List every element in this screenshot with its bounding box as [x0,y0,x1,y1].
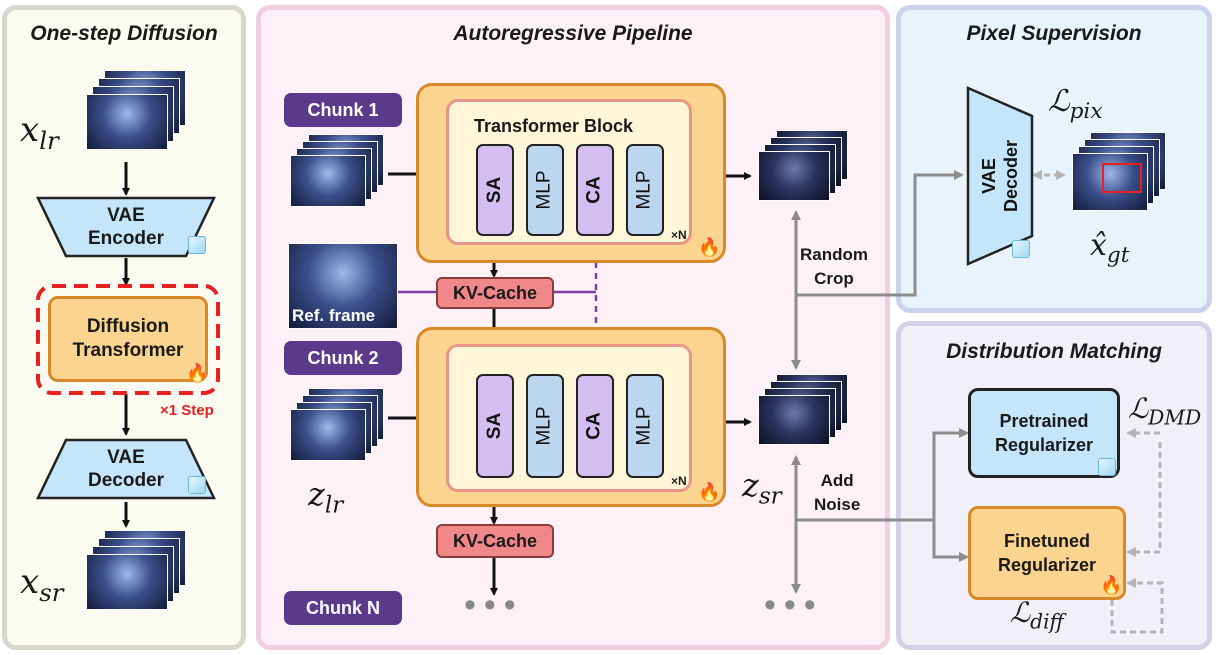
frozen-icon [188,476,206,494]
output-frame [758,395,830,445]
fire-icon: 🔥 [1100,575,1123,595]
kv-cache-2: KV-Cache [436,524,554,558]
frozen-icon [1098,458,1116,476]
diffusion-dashed-border [36,284,220,395]
ref-frame-label: Ref. frame [292,306,376,325]
fire-icon: 🔥 [186,363,209,383]
vae-encoder-shape [36,196,216,258]
repeat-n-1: ×N [671,228,687,242]
l-dmd-label: ℒDMD [1128,392,1202,430]
x-gt-label: x̂gt [1090,228,1130,268]
panel-title-distribution: Distribution Matching [946,340,1162,363]
vae-decoder-left: VAE Decoder [87,447,165,491]
panel-title-pixel: Pixel Supervision [966,22,1142,45]
x-lr-label: xlr [20,110,59,155]
add-noise-label: Add Noise [814,471,861,514]
mlp-block-1b: MLP [626,144,664,236]
to-finetuned-line [932,520,969,562]
diffusion-transformer: Diffusion Transformer [48,296,208,382]
fire-icon: 🔥 [698,482,721,502]
dmd-dashed-line [1126,442,1162,557]
fire-icon: 🔥 [698,237,721,257]
l-diff-label: ℒdiff [1010,596,1064,634]
x-sr-label: xsr [20,562,64,607]
mlp-block-2b: MLP [626,374,664,478]
sa-block-2: SA [476,374,514,478]
output-frame [758,151,830,201]
xsr-frame [86,554,168,610]
repeat-n-2: ×N [671,474,687,488]
panel-title-one-step: One-step Diffusion [30,22,218,45]
kv-cache-1: KV-Cache [436,277,554,309]
to-pretrained-line [932,428,969,520]
pretrained-regularizer: Pretrained Regularizer [968,388,1120,478]
ellipsis-center: ••• [464,586,524,624]
vae-encoder: VAE Encoder [87,205,165,249]
input-frame [290,155,366,207]
chunk-2-label: Chunk 2 [284,341,402,375]
frozen-icon [188,236,206,254]
ref-frame-image [288,243,398,329]
random-crop-line [796,170,964,297]
mlp-block-1a: MLP [526,144,564,236]
vae-decoder-shape [36,438,216,500]
z-lr-label: zlr [308,475,344,519]
random-crop-label: Random Crop [800,245,868,288]
ellipsis-right: ••• [764,586,824,624]
xlr-frame [86,94,168,150]
z-sr-label: zsr [742,466,782,510]
ca-block-2: CA [576,374,614,478]
pixel-vae-decoder-shape [966,86,1034,266]
pixel-vae-decoder: VAE Decoder [979,139,1021,213]
input-frame [290,409,366,461]
gt-frame [1072,153,1148,211]
panel-title-autoregressive: Autoregressive Pipeline [453,22,693,45]
diff-loop-line [1110,578,1164,634]
ca-block-1: CA [576,144,614,236]
mlp-block-2a: MLP [526,374,564,478]
chunk-n-label: Chunk N [284,591,402,625]
sa-block-1: SA [476,144,514,236]
chunk-1-label: Chunk 1 [284,93,402,127]
finetuned-regularizer: Finetuned Regularizer [968,506,1126,600]
transformer-block-title: Transformer Block [474,116,634,136]
frozen-icon [1012,240,1030,258]
l-pix-label: ℒpix [1048,84,1103,124]
crop-region-box [1102,163,1142,193]
step-label: ×1 Step [160,402,214,419]
